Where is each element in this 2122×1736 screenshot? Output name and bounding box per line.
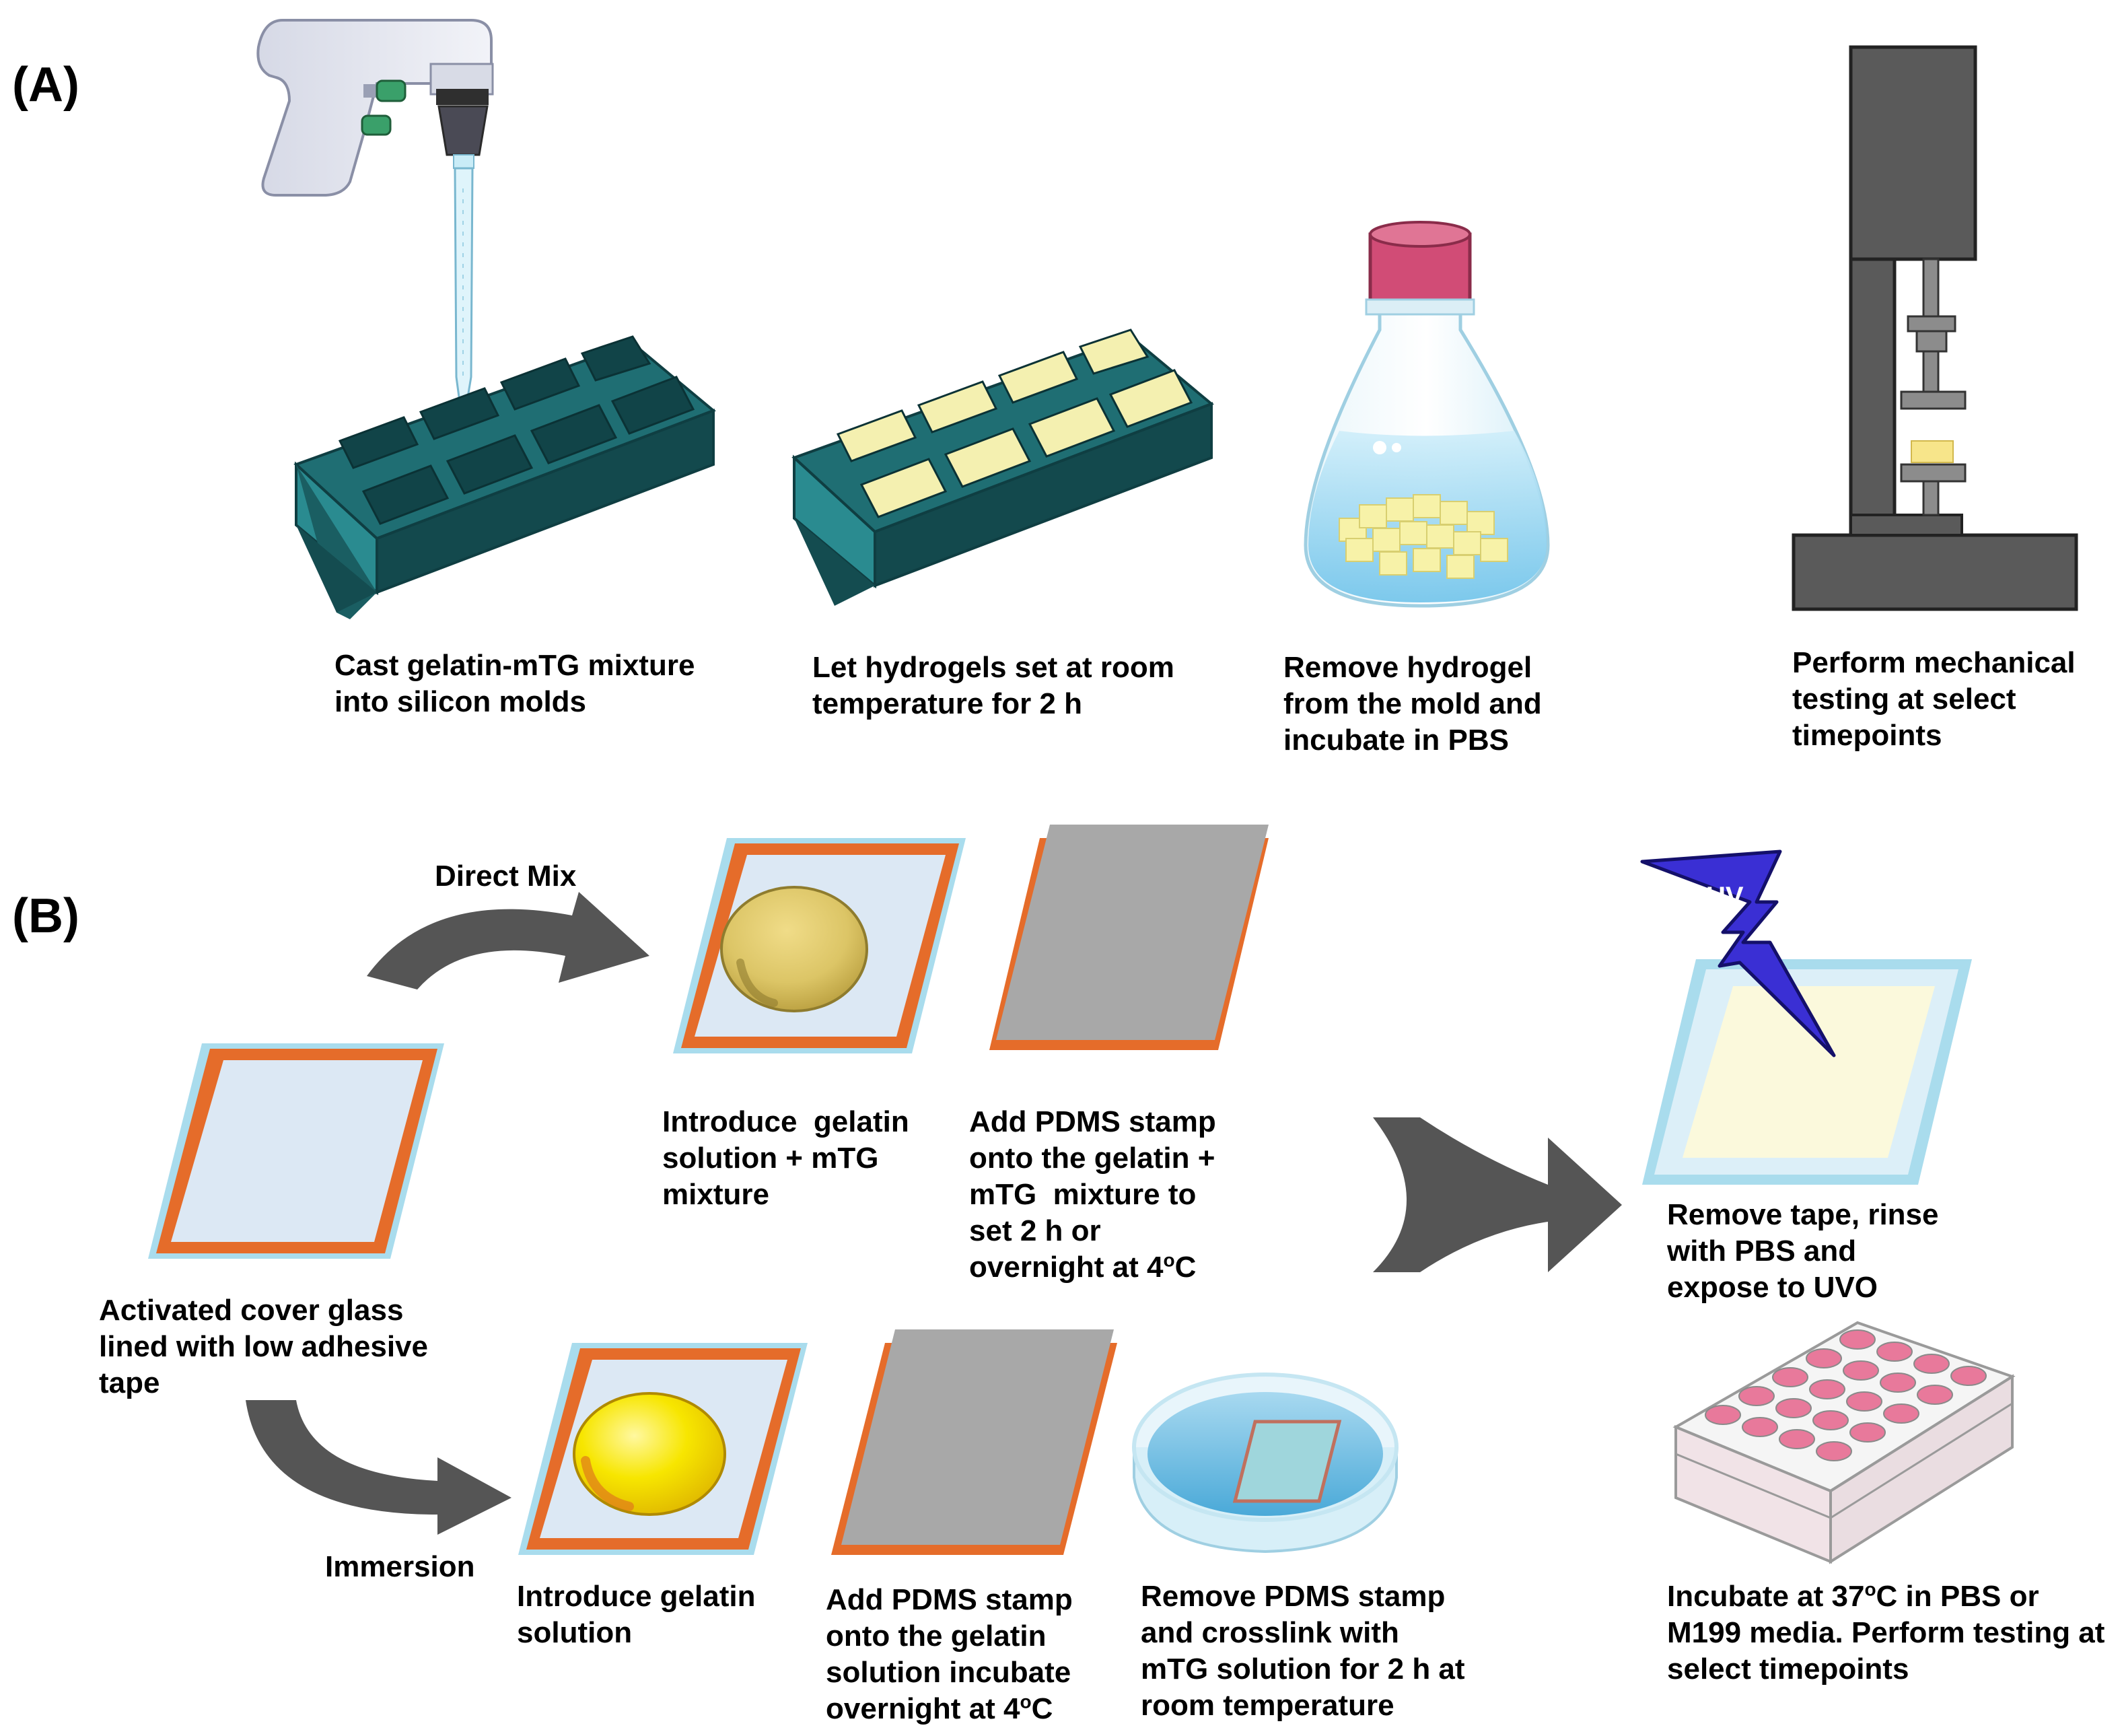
route-immersion-label: Immersion <box>325 1550 475 1583</box>
curved-arrow-immersion <box>246 1400 511 1535</box>
uv-label: UV <box>1706 882 1744 911</box>
cover-glass-gel <box>518 1343 808 1555</box>
panel-b-label: (B) <box>12 889 79 943</box>
silicone-mold-filled <box>791 328 1214 606</box>
petri-dish-icon <box>1132 1373 1399 1554</box>
route-direct-label: Direct Mix <box>435 860 577 893</box>
pdms-stamp-direct <box>989 825 1269 1050</box>
well-plate-icon <box>1672 1321 2016 1564</box>
cover-glass-start <box>148 1043 444 1259</box>
pipette-controller-icon <box>256 19 494 425</box>
final-incubate-caption: Incubate at 37oC in PBS or M199 media. P… <box>1667 1578 2105 1686</box>
curved-arrow-direct-mix <box>367 892 649 989</box>
silicone-mold-empty <box>293 335 716 619</box>
convergence-arrow <box>1373 1117 1622 1272</box>
panel-a-label: (A) <box>12 58 79 112</box>
cover-glass-uvo <box>1642 959 1972 1185</box>
flask-icon <box>1304 221 1550 608</box>
cover-glass-gel-mtg <box>673 838 966 1053</box>
pdms-stamp-immersion <box>831 1329 1117 1555</box>
mechanical-tester-icon <box>1792 45 2078 611</box>
uv-lightning-icon <box>1640 849 1836 1057</box>
